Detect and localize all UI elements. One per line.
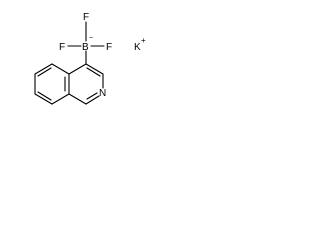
bond-n2-c1-inner: [86, 92, 98, 100]
bond-c4-c3: [85, 63, 104, 75]
chemical-structure-diagram: F F F B − N K +: [34, 12, 146, 105]
potassium-charge: +: [141, 36, 146, 45]
bond-c4a-c4: [68, 63, 87, 75]
fluorine-right-label: F: [106, 42, 112, 53]
bond-c5-c6-inner: [37, 67, 52, 77]
potassium-label: K: [134, 42, 141, 53]
bond-c1-c8a: [68, 93, 87, 105]
fluorine-left-label: F: [59, 42, 65, 53]
bond-c8-c8a: [51, 93, 70, 105]
benzene-ring-bonds: [34, 63, 70, 105]
bond-c4a-c5: [51, 63, 70, 75]
bond-c4-c3-inner: [86, 67, 101, 77]
boron-charge: −: [89, 35, 93, 42]
pyridine-ring-bonds: [68, 63, 104, 105]
bond-c7-c8: [34, 93, 53, 105]
atom-labels: F F F B − N K +: [59, 12, 146, 99]
fluorine-top-label: F: [83, 12, 89, 23]
bond-c5-c6: [34, 63, 53, 75]
nitrogen-label: N: [99, 88, 106, 99]
bond-n2-c1: [85, 95, 100, 105]
boron-label: B: [82, 42, 89, 53]
bond-c7-c8-inner: [37, 91, 52, 101]
trifluoroborate-bonds: [67, 21, 105, 65]
